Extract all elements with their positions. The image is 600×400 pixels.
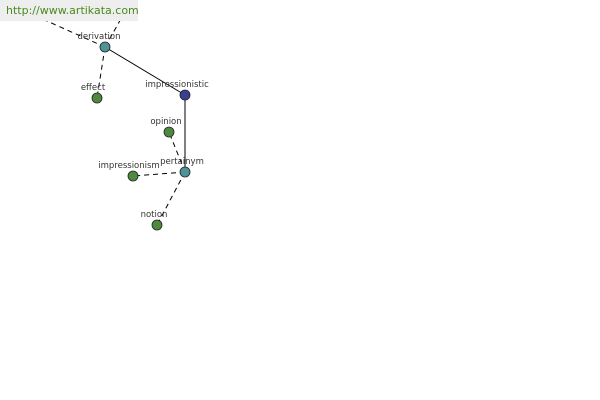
node-pertainym[interactable] [179, 166, 191, 178]
node-label-opinion: opinion [150, 117, 181, 127]
node-label-notion: notion [141, 210, 168, 220]
node-impressionistic[interactable] [179, 89, 191, 101]
node-effect[interactable] [91, 92, 103, 104]
node-label-effect: effect [81, 83, 106, 93]
nodes-layer [91, 41, 191, 231]
edge-pertainym-impressionism [132, 171, 186, 177]
source-url-link[interactable]: http://www.artikata.com [6, 4, 139, 17]
node-notion[interactable] [151, 219, 163, 231]
edge-pertainym-opinion [168, 131, 186, 173]
node-label-impressionistic: impressionistic [145, 80, 209, 90]
edge-pertainym-notion [156, 171, 186, 226]
labels-layer: derivation effect impressionistic opinion pe… [77, 32, 209, 220]
edges-layer [37, 16, 186, 226]
edge-derivation-offscreen-left [37, 16, 106, 48]
node-label-derivation: derivation [77, 32, 120, 42]
edge-derivation-offscreen-right [104, 16, 123, 48]
node-label-pertainym: pertainym [160, 157, 204, 167]
source-url-banner: http://www.artikata.com [0, 0, 139, 21]
node-label-impressionism: impressionism [98, 161, 159, 171]
node-opinion[interactable] [163, 126, 175, 138]
node-impressionism[interactable] [127, 170, 139, 182]
edge-impressionistic-derivation [104, 46, 186, 96]
node-derivation[interactable] [99, 41, 111, 53]
